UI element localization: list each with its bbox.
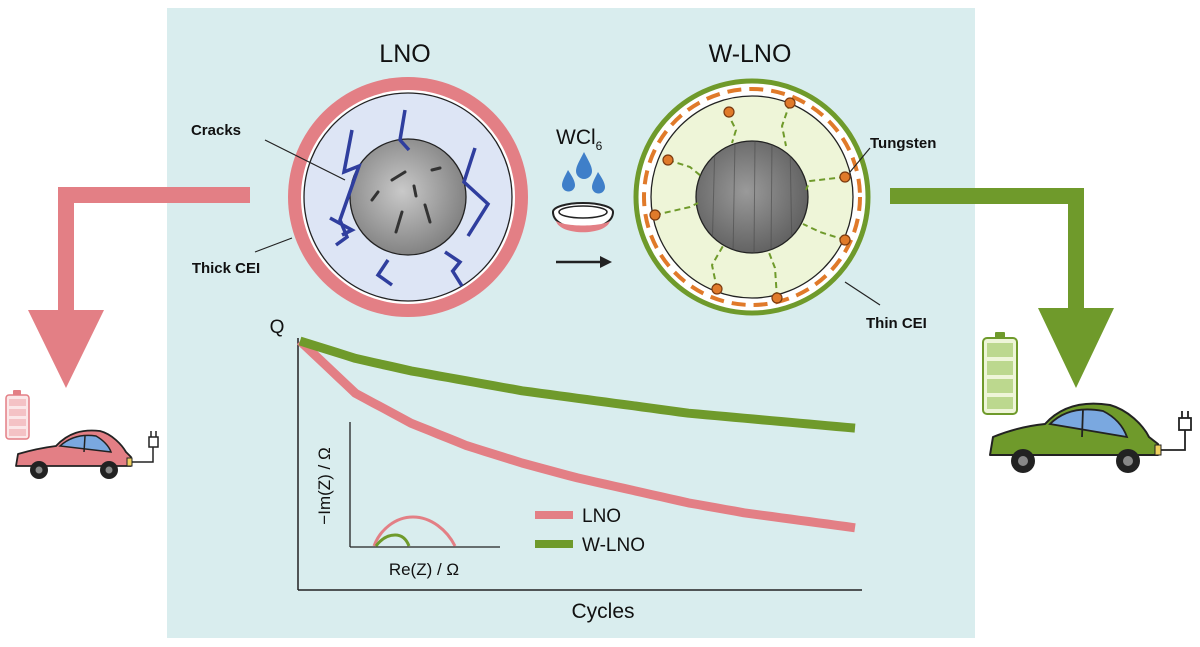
tungsten-leader — [849, 147, 871, 173]
w-lno-stability-arrow — [890, 188, 1114, 388]
lno-sem-core — [349, 138, 467, 256]
lno-degradation-arrow — [28, 187, 250, 388]
dish-icon — [552, 202, 614, 233]
reaction-arrow — [556, 256, 612, 268]
thin-cei-leader — [844, 281, 881, 306]
capacity-chart: Q Cycles Re(Z) / Ω −Im(Z) / Ω LNO W-LNO — [270, 317, 862, 623]
w-lno-particle — [633, 78, 881, 316]
full-battery-icon — [982, 332, 1018, 415]
crack-lines — [329, 109, 491, 287]
chart-legend: LNO W-LNO — [535, 506, 645, 556]
legend-label-lno: LNO — [582, 506, 621, 527]
label-thick-cei: Thick CEI — [192, 260, 260, 277]
chart-y-label: Q — [270, 317, 285, 338]
label-cracks: Cracks — [191, 122, 241, 139]
series-line-w-lno — [298, 336, 856, 433]
tungsten-dots — [649, 97, 851, 304]
reagent-label: WCl6 — [556, 126, 603, 153]
car-icon-lno — [15, 429, 159, 479]
label-tungsten: Tungsten — [870, 135, 936, 152]
series-line-lno — [296, 337, 856, 533]
low-battery-icon — [5, 390, 30, 440]
car-icon-w-lno — [989, 402, 1192, 473]
lno-particle — [254, 77, 528, 317]
cracks-leader — [264, 139, 346, 181]
inset-curve-w-lno — [374, 533, 411, 547]
title-lno: LNO — [379, 40, 430, 68]
reagent-group: WCl6 — [552, 126, 614, 268]
impedance-inset: Re(Z) / Ω −Im(Z) / Ω — [315, 422, 500, 579]
grain-boundaries — [654, 102, 846, 299]
legend-swatch-lno — [535, 511, 573, 519]
background-panel — [167, 8, 975, 638]
droplet-icon — [562, 152, 605, 194]
inset-y-label: −Im(Z) / Ω — [315, 447, 334, 524]
title-w-lno: W-LNO — [709, 40, 792, 68]
legend-label-w-lno: W-LNO — [582, 535, 645, 556]
inset-x-label: Re(Z) / Ω — [389, 560, 459, 579]
chart-x-label: Cycles — [571, 600, 634, 623]
label-thin-cei: Thin CEI — [866, 315, 927, 332]
inset-curve-lno — [372, 515, 457, 547]
w-lno-sem-core — [695, 140, 809, 254]
legend-swatch-w-lno — [535, 540, 573, 548]
tungsten-layer — [642, 87, 862, 307]
thick-cei-leader — [254, 237, 293, 253]
